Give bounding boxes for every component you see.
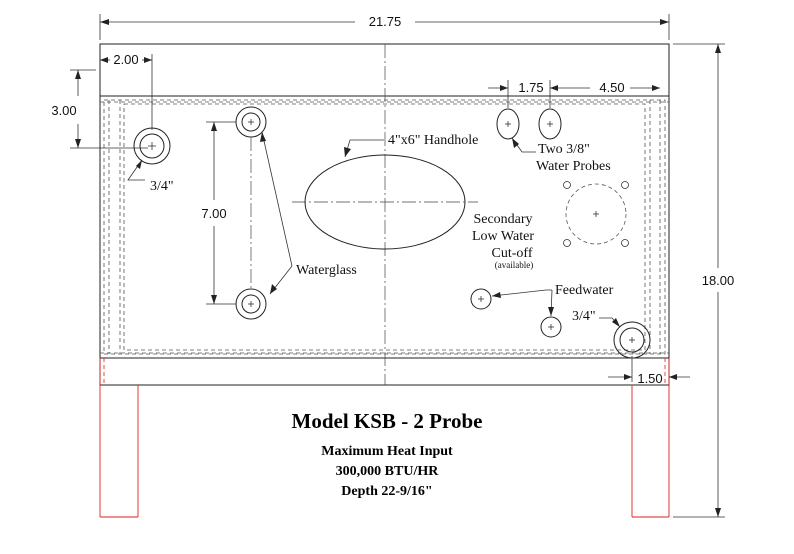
depth-value: Depth 22-9/16" <box>341 484 432 499</box>
boiler-body <box>99 43 670 386</box>
left-pipe-fitting: 3/4" <box>127 127 174 194</box>
legs <box>99 358 670 518</box>
inner-dashed-outline <box>103 99 666 355</box>
waterglass-height-label: 7.00 <box>201 206 226 221</box>
bottom-right-dimension: 1.50 <box>608 356 690 386</box>
feedwater-fitting-1 <box>470 288 492 310</box>
bottom-right-label: 1.50 <box>637 371 662 386</box>
model-title: Model KSB - 2 Probe <box>292 409 483 433</box>
heat-input-label: Maximum Heat Input <box>321 444 453 459</box>
waterglass-label: Waterglass <box>296 263 357 278</box>
feedwater: Feedwater <box>470 283 614 338</box>
left-pipe-label: 3/4" <box>150 179 174 194</box>
top-offset-dimension: 3.00 <box>51 69 148 149</box>
btu-value: 300,000 BTU/HR <box>336 464 440 479</box>
handhole: 4"x6" Handhole <box>292 133 478 250</box>
water-probes: Two 3/8" Water Probes <box>496 108 611 174</box>
waterglass-fittings: Waterglass <box>235 106 357 320</box>
cutoff-circle <box>565 183 627 245</box>
height-dimension: 18.00 <box>673 43 735 518</box>
right-pipe-label: 3/4" <box>572 309 596 324</box>
right-offset-label: 4.50 <box>599 80 624 95</box>
waterglass-dimension: 7.00 <box>201 121 236 305</box>
secondary-note: (available) <box>495 260 533 270</box>
handhole-label: 4"x6" Handhole <box>388 133 478 148</box>
inner-dashed-outline-2 <box>123 103 646 351</box>
secondary-cutoff: Secondary Low Water Cut-off (available) <box>472 181 629 270</box>
outer-outline <box>99 43 670 386</box>
overall-height-label: 18.00 <box>702 273 735 288</box>
overall-width-label: 21.75 <box>369 14 402 29</box>
right-pipe-fitting: 3/4" <box>572 309 651 359</box>
probe-spacing-label: 1.75 <box>518 80 543 95</box>
feedwater-label: Feedwater <box>555 283 614 298</box>
probes-label-line2: Water Probes <box>536 159 611 174</box>
probe-1 <box>496 108 520 140</box>
waterglass-top-inner <box>241 112 261 132</box>
secondary-label-line3: Cut-off <box>492 246 533 261</box>
probe-2 <box>538 108 562 140</box>
secondary-label-line2: Low Water <box>472 229 534 244</box>
probe-dimensions: 1.75 4.50 <box>488 80 660 108</box>
waterglass-bottom-inner <box>241 294 261 314</box>
title-block: Model KSB - 2 Probe Maximum Heat Input 3… <box>292 409 483 499</box>
probes-label-line1: Two 3/8" <box>538 142 590 157</box>
left-offset-dimension: 2.00 <box>100 52 153 130</box>
secondary-label-line1: Secondary <box>473 212 532 227</box>
feedwater-fitting-2 <box>540 316 562 338</box>
left-offset-label: 2.00 <box>113 52 138 67</box>
width-dimension: 21.75 <box>99 14 670 40</box>
top-offset-label: 3.00 <box>51 103 76 118</box>
